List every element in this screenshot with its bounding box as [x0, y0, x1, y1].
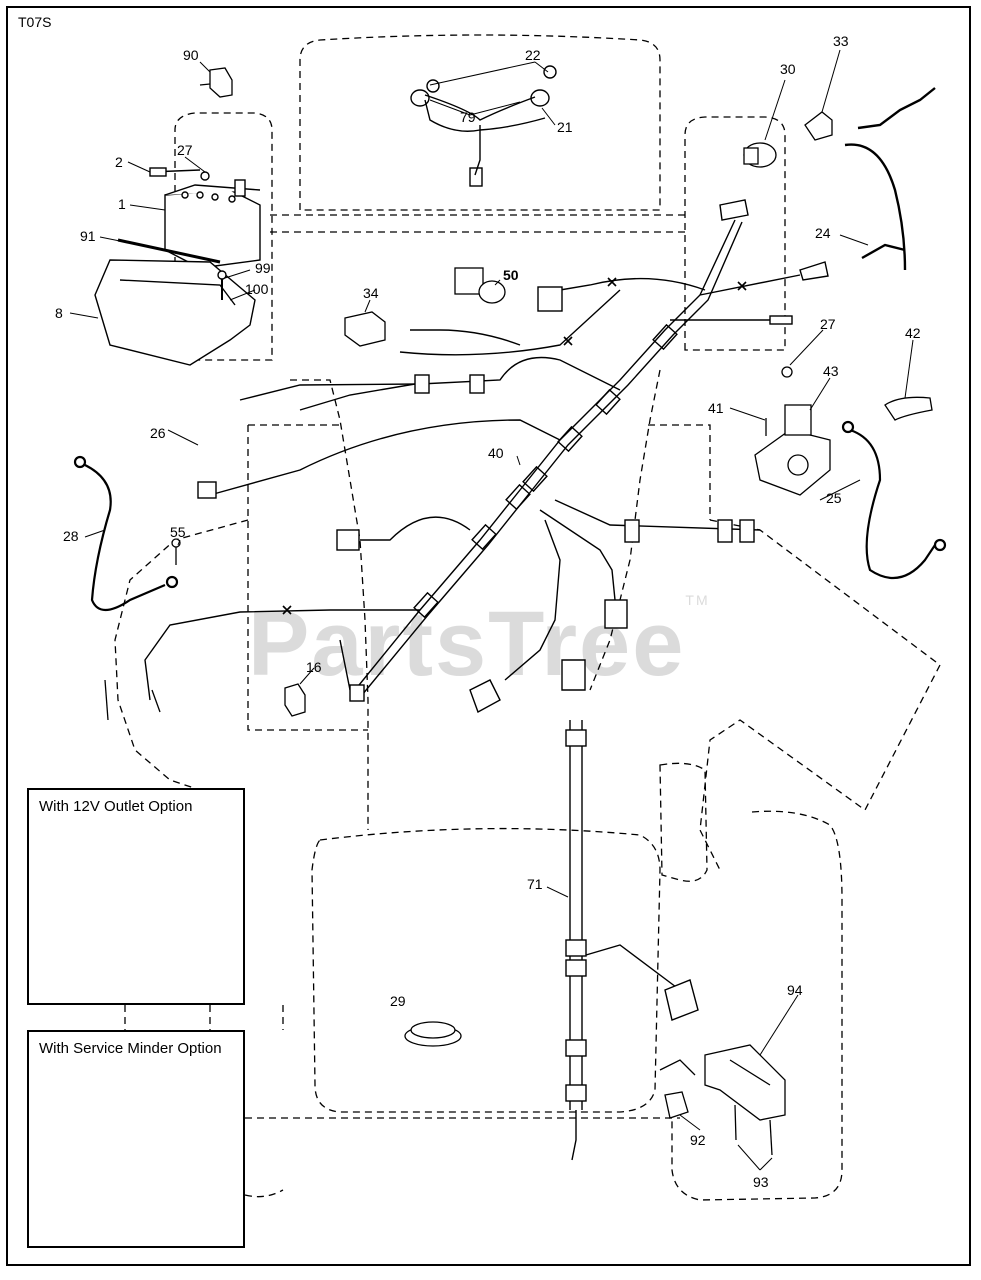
option-title-service-minder: With Service Minder Option — [39, 1040, 222, 1057]
ground-bolt — [104, 538, 306, 721]
callout-27-right: 27 — [820, 316, 836, 332]
callout-26: 26 — [150, 425, 166, 441]
main-harness — [144, 199, 829, 714]
callout-40: 40 — [488, 445, 504, 461]
callout-42: 42 — [905, 325, 921, 341]
callout-21: 21 — [557, 119, 573, 135]
harness-71 — [561, 659, 699, 1161]
option-box-12v-outlet: With 12V Outlet Option — [27, 788, 245, 1005]
seat-switch — [344, 267, 506, 347]
battery-assembly — [94, 167, 261, 366]
leader-lines — [69, 49, 914, 1173]
callout-8: 8 — [55, 305, 63, 321]
callout-24: 24 — [815, 225, 831, 241]
callout-30: 30 — [780, 61, 796, 77]
callout-92: 92 — [690, 1132, 706, 1148]
cable-28 — [73, 455, 179, 612]
headlight-harness — [410, 65, 557, 187]
callout-99: 99 — [255, 260, 271, 276]
callout-55: 55 — [170, 524, 186, 540]
callout-29: 29 — [390, 993, 406, 1009]
part-29 — [404, 1021, 462, 1047]
callout-25: 25 — [826, 490, 842, 506]
callout-79: 79 — [460, 109, 476, 125]
cable-24 — [844, 87, 936, 271]
callout-labels: 90 22 30 33 79 21 2 27 1 91 99 100 8 50 … — [54, 33, 921, 1190]
starter-solenoid — [754, 366, 933, 496]
callout-71: 71 — [527, 876, 543, 892]
callout-22: 22 — [525, 47, 541, 63]
callout-93: 93 — [753, 1174, 769, 1190]
option-title-12v-outlet: With 12V Outlet Option — [39, 798, 193, 815]
option-box-service-minder: With Service Minder Option — [27, 1030, 245, 1248]
callout-16: 16 — [306, 659, 322, 675]
cable-25 — [841, 420, 947, 580]
callout-33: 33 — [833, 33, 849, 49]
callout-28: 28 — [63, 528, 79, 544]
callout-90: 90 — [183, 47, 199, 63]
callout-34: 34 — [363, 285, 379, 301]
page-code: T07S — [18, 14, 52, 30]
callout-94: 94 — [787, 982, 803, 998]
callout-43: 43 — [823, 363, 839, 379]
callout-100: 100 — [245, 281, 269, 297]
callout-41: 41 — [708, 400, 724, 416]
part-90 — [199, 67, 233, 98]
callout-27-top: 27 — [177, 142, 193, 158]
chassis-outline — [114, 34, 941, 1201]
callout-50: 50 — [503, 267, 519, 283]
callout-91: 91 — [80, 228, 96, 244]
hour-meter-bracket — [659, 1044, 786, 1156]
ignition-switch — [743, 111, 833, 168]
callout-2: 2 — [115, 154, 123, 170]
callout-1: 1 — [118, 196, 126, 212]
